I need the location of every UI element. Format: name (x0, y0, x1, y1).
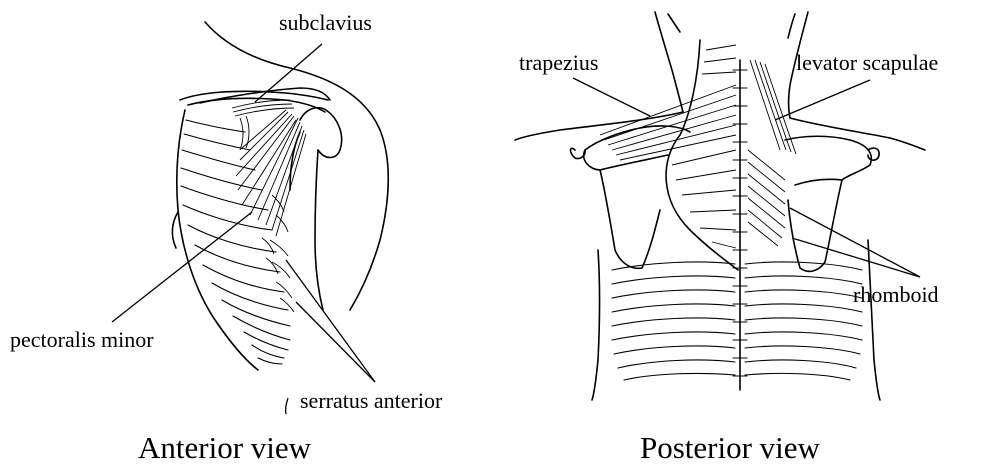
label-levator-scapulae: levator scapulae (796, 50, 938, 75)
subclavius-muscle (232, 100, 294, 116)
label-rhomboid: rhomboid (853, 282, 939, 307)
label-subclavius: subclavius (279, 10, 372, 35)
spine (733, 60, 747, 390)
label-serratus-anterior: serratus anterior (300, 388, 443, 413)
caption-posterior-view: Posterior view (640, 430, 821, 465)
anterior-view-figure (112, 22, 388, 414)
label-pectoralis-minor: pectoralis minor (10, 327, 154, 352)
label-trapezius: trapezius (519, 50, 598, 75)
serratus-tick (286, 398, 288, 414)
serratus-anterior-leader-2 (296, 302, 375, 382)
posterior-ribs (612, 262, 862, 380)
caption-anterior-view: Anterior view (138, 430, 312, 465)
serratus-anterior-leader-1 (286, 260, 375, 382)
trapezius-muscle (600, 40, 738, 270)
rhomboid-muscle (748, 150, 785, 246)
trapezius-leader (573, 78, 650, 116)
rhomboid-leader-1 (790, 208, 920, 277)
